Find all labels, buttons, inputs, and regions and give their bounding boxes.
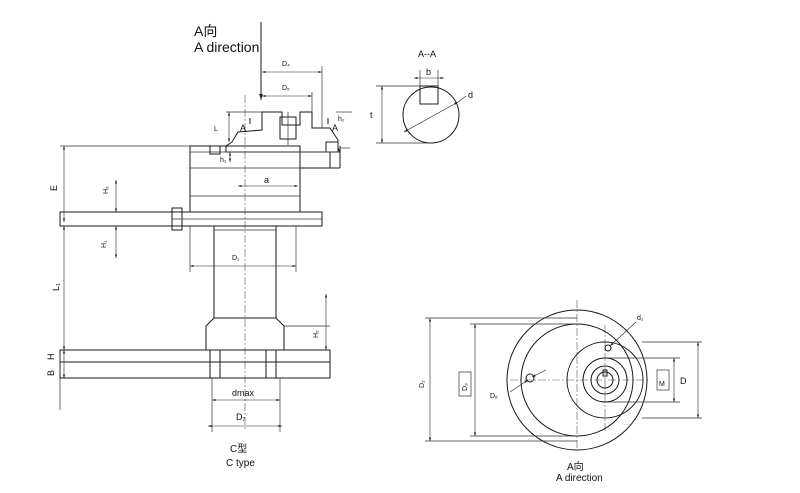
caption-a-direction-en: A direction: [556, 473, 603, 484]
section-mark-a-left: A: [240, 123, 246, 133]
dim-d2: D₂: [419, 380, 426, 388]
caption-c-type-cn: C型: [230, 442, 247, 455]
dim-d6: D₆: [490, 393, 498, 400]
dim-d4: D₄: [282, 61, 290, 68]
section-a-a-view: A--A b t d: [370, 49, 473, 144]
dim-d-shaft: d: [468, 90, 473, 100]
dim-l1: L₁: [51, 283, 61, 291]
section-mark-a-right: A: [332, 123, 338, 133]
dim-d1: D₁: [232, 255, 240, 262]
dim-d7: D₇: [236, 412, 246, 422]
caption-c-type-en: C type: [226, 458, 255, 469]
dim-t: t: [370, 110, 373, 120]
dim-h1-small: h₁: [220, 157, 227, 164]
dim-h2-top: H₂: [103, 186, 110, 194]
dim-d3: D₃: [462, 383, 469, 391]
dim-m: M: [659, 381, 665, 388]
dim-l: L: [214, 126, 218, 133]
dim-d5: D₅: [282, 85, 290, 92]
dim-h1: H₁: [101, 240, 108, 248]
dim-dmax: dmax: [232, 388, 255, 398]
dim-h: H: [46, 354, 56, 361]
dim-a: a: [264, 175, 269, 185]
dim-e: E: [49, 185, 59, 191]
direction-label-en: A direction: [194, 39, 259, 55]
dim-d-outer: D: [680, 376, 687, 386]
mounting-flange: [59, 207, 323, 231]
caption-a-direction-cn: A向: [567, 460, 584, 473]
gearbox-body: [189, 145, 341, 213]
front-view: D₄ D₅ L A A h₂ h₁ a E H₂ H₁: [46, 22, 352, 432]
base-plate: [59, 349, 331, 379]
dim-b-key: b: [426, 67, 431, 77]
end-view: D₂ D₃ D₆ d₁ M D: [419, 300, 702, 451]
section-title: A--A: [418, 49, 436, 59]
dim-b: B: [46, 370, 56, 376]
dim-d1-hole: d₁: [637, 315, 644, 322]
direction-label-cn: A向: [194, 23, 217, 39]
dim-h2-small: h₂: [338, 116, 345, 123]
dim-h2-mid: H₂: [313, 330, 320, 338]
